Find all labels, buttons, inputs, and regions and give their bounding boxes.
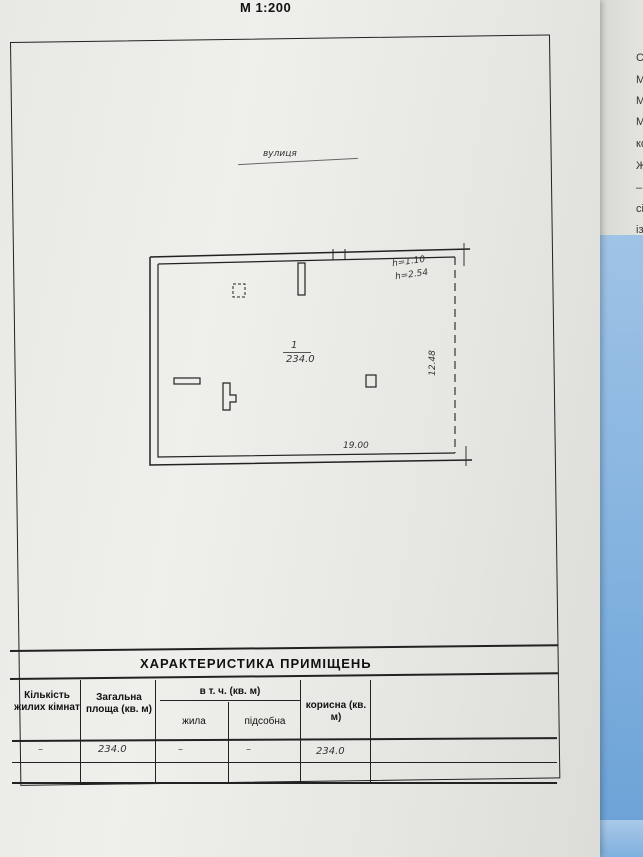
header-rooms-count: Кількість жилих кімнат (14, 690, 80, 713)
back-sheet-text: сі (636, 203, 643, 215)
floor-plan (149, 243, 473, 466)
header-including: в т. ч. (кв. м) (199, 686, 261, 697)
wall-outline (149, 257, 473, 466)
back-sheet-text: М (636, 116, 643, 128)
cell-total-area: 234.0 (98, 744, 127, 755)
document-sheet: М 1:200 вулиця 1 234.0 h=1.10 h=2.54 19.… (0, 0, 600, 857)
header-useful: корисна (кв. м) (305, 700, 367, 723)
cell-living: – (178, 744, 183, 755)
back-sheet-text: М (636, 74, 643, 86)
blue-folder-edge (600, 235, 643, 857)
table-border (160, 700, 300, 701)
cell-auxiliary: – (246, 744, 251, 755)
table-border (12, 782, 557, 784)
back-sheet-text: Ж (636, 160, 643, 172)
header-total-area: Загальна площа (кв. м) (85, 692, 153, 715)
header-auxiliary: підсобна (244, 716, 286, 727)
room-number-line (283, 352, 311, 353)
header-living: жила (182, 716, 206, 727)
cell-useful: 234.0 (316, 746, 345, 757)
wall-top-inner (157, 256, 456, 265)
room-number: 1 (291, 340, 298, 351)
column (232, 283, 246, 298)
street-label: вулиця (263, 149, 297, 159)
column (222, 382, 237, 411)
dimension-depth: 12.48 (427, 350, 438, 376)
cell-rooms-count: – (38, 744, 43, 755)
table-border (370, 680, 371, 782)
back-sheet-text: із (636, 224, 643, 236)
back-sheet-text: ко (636, 138, 643, 150)
room-area: 234.0 (286, 354, 315, 365)
table-border (155, 680, 156, 782)
table-border (300, 680, 301, 782)
table-border (228, 702, 229, 782)
column (365, 374, 377, 388)
table-border (12, 762, 557, 763)
scale-label: М 1:200 (240, 0, 292, 15)
table-border (80, 680, 81, 782)
back-sheet-text: – (636, 182, 643, 194)
back-sheet-text: М (636, 95, 643, 107)
dimension-width: 19.00 (343, 441, 369, 451)
wall-top-outer (149, 248, 471, 258)
column (297, 262, 306, 296)
wall-inner (157, 264, 456, 458)
back-sheet-text: Се (636, 52, 643, 64)
column (173, 377, 201, 385)
table-title: ХАРАКТЕРИСТИКА ПРИМІЩЕНЬ (140, 656, 372, 671)
